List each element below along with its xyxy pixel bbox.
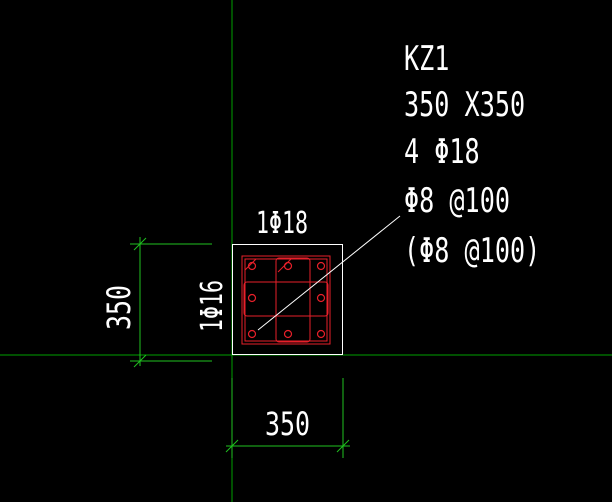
- rebar-edge: [283, 261, 293, 271]
- dimension-vertical[interactable]: [130, 237, 212, 368]
- stirrup-inner-horizontal: [243, 281, 329, 317]
- dimension-horizontal[interactable]: [225, 378, 350, 458]
- rebar-edge: [247, 293, 257, 303]
- main-rebar-label: 4 Φ18: [404, 132, 480, 172]
- column-size-label: 350 X350: [404, 85, 525, 125]
- rebar-dots: [247, 261, 326, 339]
- dimension-horizontal-label: 350: [265, 405, 310, 443]
- stirrup-outer: [241, 255, 331, 345]
- rebar-corner: [247, 329, 257, 339]
- left-rebar-label: 1Φ16: [196, 280, 230, 332]
- rebar-corner: [247, 261, 257, 271]
- dimension-vertical-label: 350: [100, 285, 138, 330]
- leader-line: [257, 215, 401, 331]
- column-outline[interactable]: [232, 244, 343, 355]
- stirrup-hook: [244, 258, 257, 271]
- column-id-label: KZ1: [404, 39, 449, 79]
- top-rebar-label: 1Φ18: [256, 207, 308, 241]
- stirrup-label: Φ8 @100: [404, 181, 510, 221]
- rebar-corner: [316, 261, 326, 271]
- rebar-edge: [316, 293, 326, 303]
- rebar-edge: [283, 329, 293, 339]
- stirrup-core-label: (Φ8 @100): [404, 231, 540, 271]
- stirrup-outer-inner: [244, 258, 328, 342]
- stirrup-inner-vertical: [275, 257, 311, 343]
- rebar-corner: [316, 329, 326, 339]
